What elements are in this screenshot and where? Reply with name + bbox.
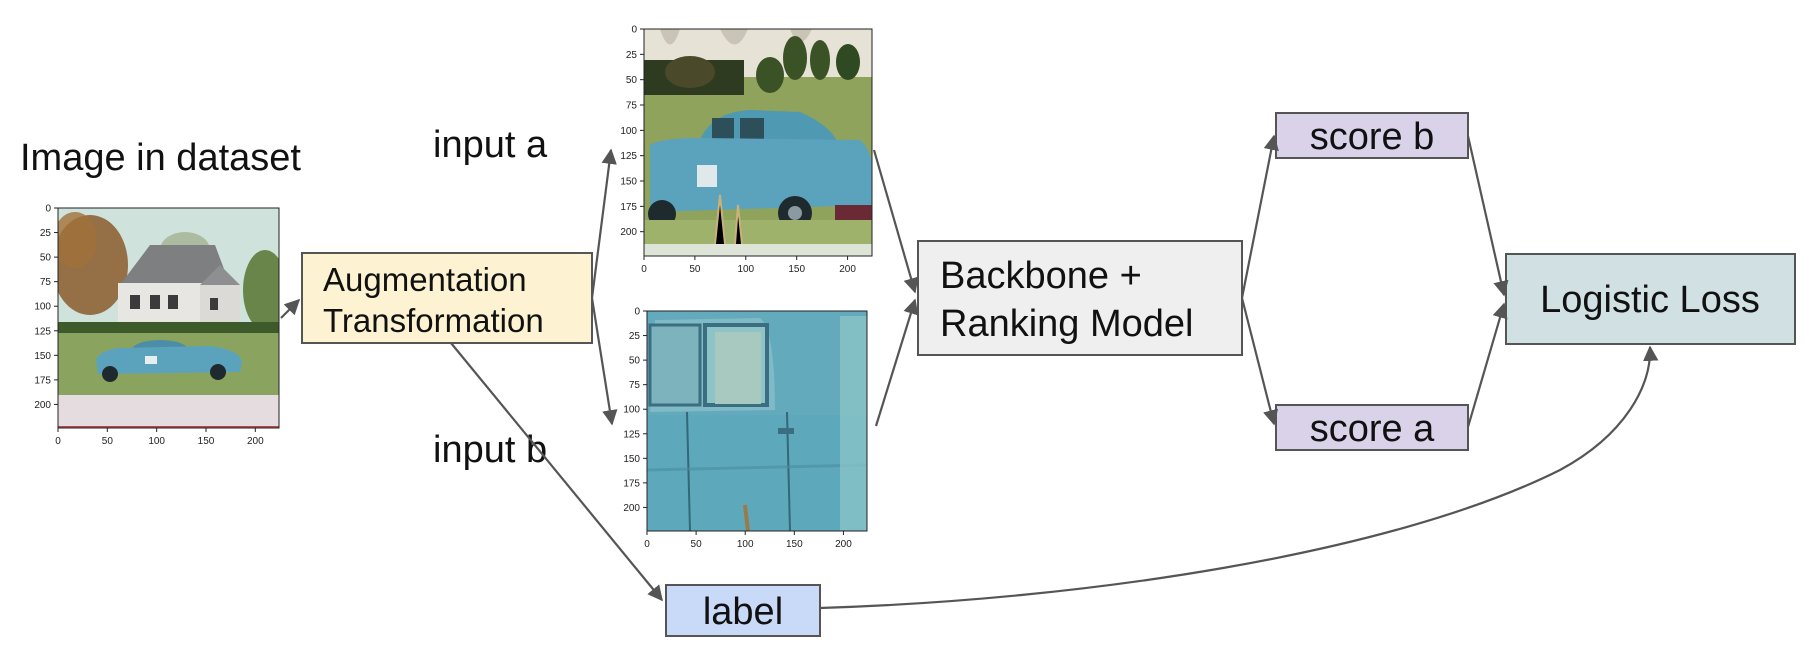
x-tick-label: 0: [644, 539, 650, 550]
x-tick-label: 150: [198, 436, 215, 447]
y-tick-label: 150: [623, 454, 640, 465]
original-image-plot: 0 25 50 75 100 125 150 175 200 0 50 100 150 200: [34, 204, 280, 447]
x-tick-label: 0: [55, 436, 61, 447]
score-a-label: score a: [1310, 408, 1435, 450]
y-tick-label: 25: [629, 331, 641, 342]
edge-original-to-augmentation: [280, 298, 301, 319]
label-node: label: [665, 584, 821, 637]
x-tick-label: 150: [786, 539, 803, 550]
score-a-box: [1275, 404, 1469, 451]
y-tick-label: 125: [620, 151, 637, 162]
y-tick-label: 175: [34, 375, 51, 386]
edge-augmentation-to-input-b: [590, 297, 618, 426]
label-box: [665, 584, 821, 637]
edge-backbone-to-score-a: [1240, 297, 1279, 426]
augmentation-line-1: Augmentation: [323, 261, 527, 298]
x-tick-label: 50: [691, 539, 703, 550]
augmentation-line-2: Transformation: [323, 302, 544, 339]
backbone-line-2: Ranking Model: [940, 303, 1193, 345]
x-tick-label: 100: [737, 264, 754, 275]
score-b-node: score b: [1275, 112, 1469, 159]
logistic-loss-label: Logistic Loss: [1540, 279, 1760, 321]
y-tick-label: 50: [40, 253, 52, 264]
y-tick-label: 0: [631, 25, 637, 36]
input-b-image-plot: 0 25 50 75 100 125 150 175 200 0 50 100 150 200: [623, 307, 868, 550]
edge-label-to-loss: [819, 345, 1659, 610]
original-image: [58, 208, 279, 428]
edges: [280, 134, 1659, 610]
x-tick-label: 200: [247, 436, 264, 447]
edge-backbone-to-score-b: [1240, 134, 1279, 299]
x-tick-label: 200: [839, 264, 856, 275]
y-tick-label: 25: [40, 228, 52, 239]
y-tick-label: 150: [620, 177, 637, 188]
score-b-box: [1275, 112, 1469, 159]
y-tick-label: 75: [629, 380, 641, 391]
input-a-image: [644, 29, 872, 256]
x-tick-label: 200: [835, 539, 852, 550]
y-tick-label: 200: [34, 400, 51, 411]
y-tick-label: 125: [34, 326, 51, 337]
augmentation-node: Augmentation Transformation: [301, 252, 593, 344]
x-tick-label: 100: [737, 539, 754, 550]
input-a-caption: input a: [433, 124, 548, 166]
score-b-label: score b: [1310, 116, 1435, 158]
edge-input-b-to-backbone: [874, 298, 919, 427]
y-tick-label: 75: [40, 277, 52, 288]
edge-score-a-to-loss: [1466, 302, 1508, 428]
input-b-image: [647, 311, 867, 531]
y-tick-label: 150: [34, 351, 51, 362]
x-tick-label: 150: [788, 264, 805, 275]
y-tick-label: 175: [620, 202, 637, 213]
score-a-node: score a: [1275, 404, 1469, 451]
y-tick-label: 25: [626, 50, 638, 61]
x-tick-label: 50: [102, 436, 114, 447]
y-tick-label: 75: [626, 101, 638, 112]
y-tick-label: 0: [634, 307, 640, 318]
y-tick-label: 200: [620, 227, 637, 238]
backbone-node: Backbone + Ranking Model: [917, 240, 1243, 356]
backbone-line-1: Backbone +: [940, 255, 1142, 297]
y-tick-label: 175: [623, 478, 640, 489]
logistic-loss-box: [1505, 253, 1796, 345]
edge-augmentation-to-label: [450, 342, 663, 602]
x-tick-label: 50: [689, 264, 701, 275]
backbone-box: [917, 240, 1243, 356]
edge-augmentation-to-input-a: [590, 148, 617, 299]
x-tick-label: 0: [641, 264, 647, 275]
edge-input-a-to-backbone: [872, 149, 919, 294]
y-tick-label: 100: [34, 302, 51, 313]
y-tick-label: 100: [620, 126, 637, 137]
input-a-image-plot: 0 25 50 75 100 125 150 175 200 0 50 100 150 200: [620, 25, 873, 275]
x-tick-label: 100: [148, 436, 165, 447]
image-in-dataset-caption: Image in dataset: [20, 137, 301, 179]
y-tick-label: 100: [623, 405, 640, 416]
y-tick-label: 200: [623, 503, 640, 514]
input-b-caption: input b: [433, 429, 547, 471]
label-label: label: [703, 591, 783, 633]
logistic-loss-node: Logistic Loss: [1505, 253, 1796, 345]
y-tick-label: 50: [626, 75, 638, 86]
y-tick-label: 50: [629, 356, 641, 367]
edge-score-b-to-loss: [1466, 135, 1509, 297]
y-tick-label: 125: [623, 429, 640, 440]
y-tick-label: 0: [45, 204, 51, 215]
